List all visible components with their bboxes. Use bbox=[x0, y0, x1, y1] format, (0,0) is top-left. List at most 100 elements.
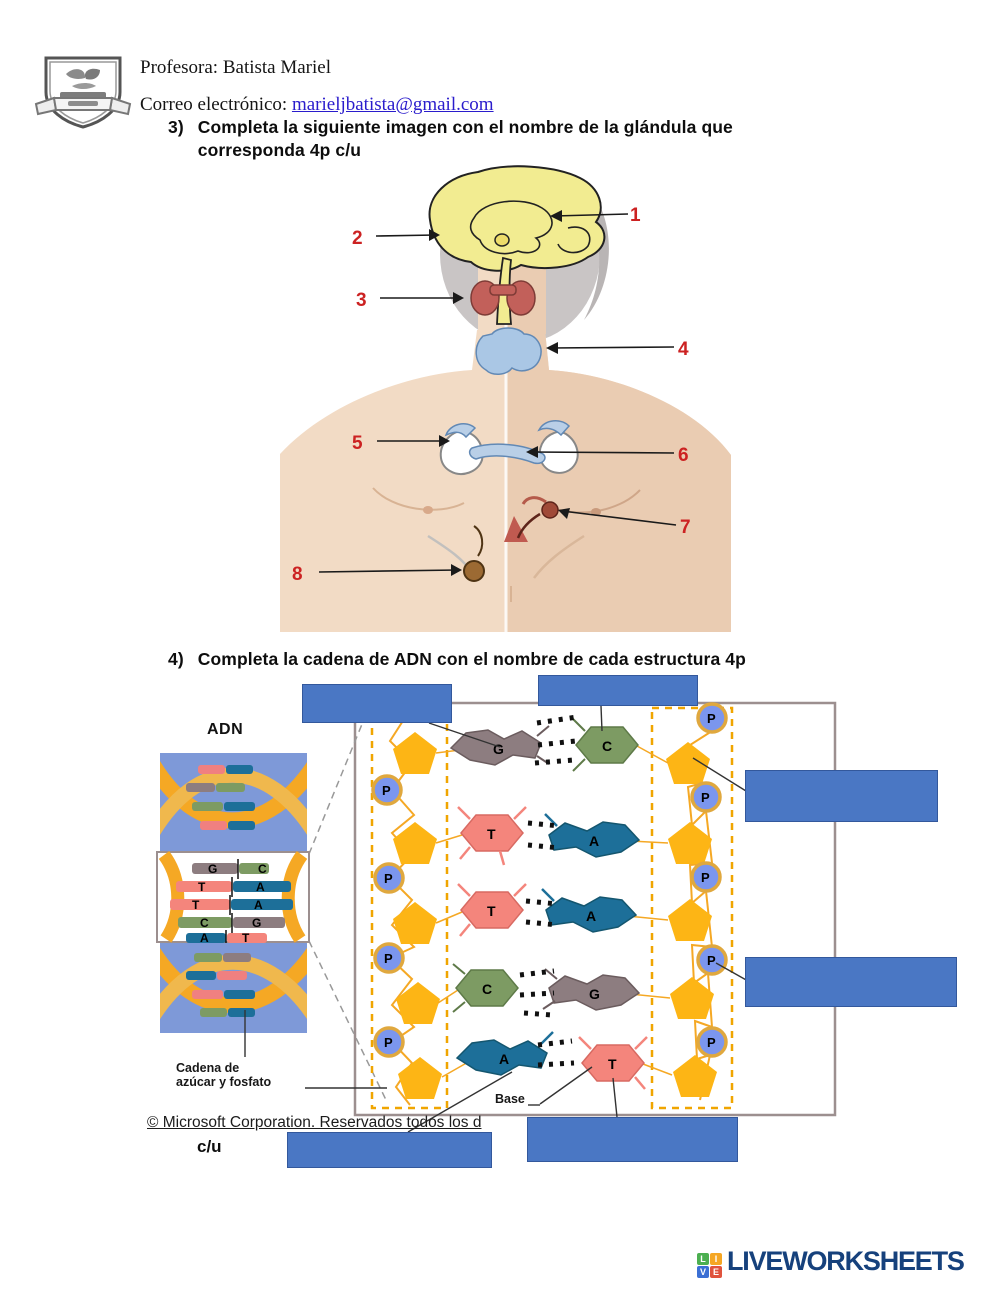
base-guanine: G bbox=[542, 968, 641, 1011]
question-4-text: Completa la cadena de ADN con el nombre … bbox=[197, 649, 746, 669]
diagram-pointer-lines bbox=[244, 705, 749, 1133]
base-adenine: A bbox=[455, 1031, 554, 1076]
sugar-pentagons-left bbox=[393, 732, 442, 1099]
svg-text:A: A bbox=[499, 1051, 509, 1067]
question-4-number: 4) bbox=[168, 649, 184, 669]
adrenal-gland-left bbox=[444, 423, 477, 439]
helix-labeled-section: G C T A T A C bbox=[156, 851, 310, 945]
question-3-heading: 3) Completa la siguiente imagen con el n… bbox=[168, 116, 828, 162]
answer-box-3[interactable] bbox=[745, 770, 938, 822]
phosphate-label: P bbox=[707, 711, 716, 726]
gland-number-5: 5 bbox=[352, 433, 363, 454]
gland-number-8: 8 bbox=[292, 564, 303, 585]
gland-number-2: 2 bbox=[352, 228, 363, 249]
brain-gland bbox=[428, 165, 606, 325]
svg-text:A: A bbox=[589, 833, 599, 849]
helix-base-label: T bbox=[198, 880, 206, 894]
school-logo bbox=[34, 56, 132, 129]
svg-text:T: T bbox=[487, 826, 496, 842]
base-label: Base bbox=[495, 1092, 525, 1106]
helix-base-label: C bbox=[258, 862, 267, 876]
helix-base-label: G bbox=[252, 916, 261, 930]
phosphate-label: P bbox=[707, 1035, 716, 1050]
pituitary-gland bbox=[494, 233, 510, 247]
email-label: Correo electrónico: bbox=[140, 94, 292, 115]
hydrogen-bonds bbox=[519, 714, 578, 1068]
liveworksheets-logo: L I V E bbox=[697, 1253, 722, 1278]
phosphate-label: P bbox=[384, 871, 393, 886]
phosphates-right: P P P P P bbox=[690, 702, 728, 1058]
question-3-text: Completa la siguiente imagen con el nomb… bbox=[197, 117, 733, 160]
svg-text:C: C bbox=[482, 981, 492, 997]
helix-base-label: A bbox=[200, 931, 209, 945]
svg-text:A: A bbox=[586, 908, 596, 924]
thyroid-gland bbox=[470, 280, 536, 316]
base-thymine: T bbox=[578, 1036, 648, 1090]
adn-title: ADN bbox=[207, 721, 244, 738]
strand-left: P P P P bbox=[370, 706, 449, 1110]
copyright-text: © Microsoft Corporation. Reservados todo… bbox=[147, 1114, 482, 1131]
gland-number-3: 3 bbox=[356, 290, 367, 311]
helix-base-label: G bbox=[208, 862, 217, 876]
svg-text:C: C bbox=[602, 738, 612, 754]
question-3-number: 3) bbox=[168, 117, 184, 137]
bases-right: C A A G T bbox=[541, 718, 648, 1090]
dna-helix-thumbnail: G C T A T A C bbox=[156, 753, 310, 1033]
svg-text:G: G bbox=[589, 986, 600, 1002]
kidneys-adrenals-pancreas bbox=[439, 420, 579, 475]
svg-text:T: T bbox=[608, 1056, 617, 1072]
helix-base-label: T bbox=[242, 931, 250, 945]
helix-base-label: A bbox=[254, 898, 263, 912]
phosphate-label: P bbox=[701, 790, 710, 805]
base-cytosine: C bbox=[452, 963, 519, 1013]
zoom-guide-line-top bbox=[308, 706, 370, 855]
email-line: Correo electrónico: marieljbatista@gmail… bbox=[140, 94, 494, 116]
gland-number-4: 4 bbox=[678, 339, 689, 360]
callout-arrowheads bbox=[429, 210, 570, 576]
base-cytosine: C bbox=[572, 718, 639, 772]
sugar-phosphate-label: Cadena de azúcar y fosfato bbox=[176, 1061, 272, 1089]
base-thymine: T bbox=[457, 806, 527, 866]
logo-letter-v: V bbox=[697, 1266, 709, 1278]
svg-text:T: T bbox=[487, 903, 496, 919]
answer-box-4[interactable] bbox=[745, 957, 957, 1007]
points-suffix: c/u bbox=[197, 1137, 222, 1156]
ovary-gland bbox=[504, 496, 559, 542]
logo-letter-i: I bbox=[710, 1253, 722, 1265]
phosphate-label: P bbox=[707, 953, 716, 968]
phosphate-label: P bbox=[384, 1035, 393, 1050]
dna-structure-figure: G C T A T A C bbox=[156, 701, 837, 1133]
logo-letter-l: L bbox=[697, 1253, 709, 1265]
endocrine-body-figure: 1 2 3 4 5 6 7 8 bbox=[280, 165, 731, 632]
helix-base-label: T bbox=[192, 898, 200, 912]
logo-letter-e: E bbox=[710, 1266, 722, 1278]
strand-right: P P P P P bbox=[650, 702, 734, 1110]
helix-base-label: C bbox=[200, 916, 209, 930]
svg-text:G: G bbox=[493, 741, 504, 757]
phosphates-left: P P P P bbox=[371, 774, 405, 1058]
answer-box-2[interactable] bbox=[538, 675, 698, 706]
phosphate-label: P bbox=[701, 870, 710, 885]
answer-box-5[interactable] bbox=[287, 1132, 492, 1168]
phosphate-label: P bbox=[384, 951, 393, 966]
answer-box-1[interactable] bbox=[302, 684, 452, 723]
question-4-heading: 4) Completa la cadena de ADN con el nomb… bbox=[168, 648, 888, 671]
liveworksheets-brand: LIVEWORKSHEETS bbox=[727, 1246, 965, 1276]
adrenal-gland-right bbox=[537, 420, 571, 437]
gland-number-6: 6 bbox=[678, 445, 689, 466]
base-adenine: A bbox=[541, 888, 638, 933]
sugar-pentagons-right bbox=[666, 742, 717, 1097]
testis-gland bbox=[463, 525, 485, 582]
phosphate-label: P bbox=[382, 783, 391, 798]
callout-lines bbox=[318, 213, 677, 573]
thymus-gland bbox=[475, 327, 542, 375]
pancreas bbox=[468, 443, 546, 465]
base-adenine: A bbox=[544, 813, 641, 858]
gland-number-1: 1 bbox=[630, 205, 641, 226]
answer-box-6[interactable] bbox=[527, 1117, 738, 1162]
base-thymine: T bbox=[457, 883, 527, 937]
zoom-guide-line-bottom bbox=[308, 940, 388, 1103]
helix-base-label: A bbox=[256, 880, 265, 894]
email-link[interactable]: marieljbatista@gmail.com bbox=[291, 94, 494, 115]
